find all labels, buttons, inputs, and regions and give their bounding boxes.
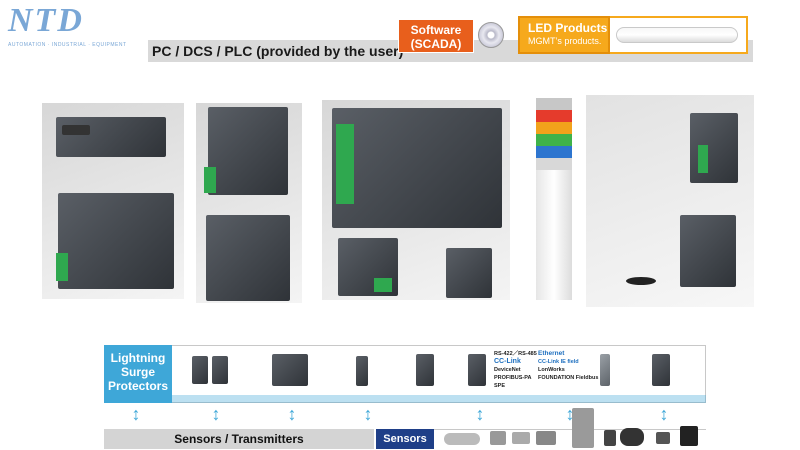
- logo-subtitle: AUTOMATION · INDUSTRIAL · EQUIPMENT: [8, 42, 127, 48]
- protocol-item: PROFIBUS-PA: [494, 375, 532, 381]
- cd-disc-icon: [478, 22, 504, 48]
- protocol-item: RS-422／RS-485: [494, 351, 537, 357]
- sensors-row-line: [434, 429, 706, 449]
- signal-tower-photo: [536, 98, 572, 310]
- lightning-label: Lightning Surge Protectors: [107, 351, 169, 393]
- surge-protector-2: [212, 356, 228, 384]
- scada-software-box[interactable]: Software (SCADA): [398, 19, 474, 53]
- cpu-module: [208, 107, 288, 195]
- terminal-block: [374, 278, 392, 292]
- protocol-item: FOUNDATION Fieldbus: [538, 375, 599, 381]
- up-down-arrow-icon: ↕: [475, 404, 485, 424]
- scada-label: Software (SCADA): [410, 23, 462, 51]
- plc-photo-1: [42, 103, 184, 299]
- io-module: [206, 215, 290, 301]
- page-title: PC / DCS / PLC (provided by the user): [152, 43, 404, 59]
- protocol-item: Ethernet: [538, 350, 565, 357]
- up-down-arrow-icon: ↕: [211, 404, 221, 424]
- up-down-arrow-icon: ↕: [363, 404, 373, 424]
- plc-photo-2: [196, 103, 302, 303]
- current-sensor: [620, 428, 644, 446]
- protocol-item: LonWorks: [538, 367, 565, 373]
- terminal-block: [698, 145, 708, 173]
- small-module: [446, 248, 492, 298]
- remote-io-module: [56, 117, 166, 157]
- protocol-item: SPE: [494, 383, 506, 389]
- sensor-1: [444, 433, 480, 445]
- sensor-3: [512, 432, 530, 444]
- clamp-sensor: [680, 426, 698, 446]
- lightning-row-stripe: [104, 395, 706, 403]
- load-cell: [572, 408, 594, 448]
- sensor-8: [656, 432, 670, 444]
- protocol-list-1: RS-422／RS-485 CC-Link DeviceNet PROFIBUS…: [494, 350, 537, 390]
- sensor-2: [490, 431, 506, 445]
- up-down-arrow-icon: ↕: [659, 404, 669, 424]
- surge-protector-7: [600, 354, 610, 386]
- plc-photo-3: [322, 100, 510, 300]
- sensor-4: [536, 431, 556, 445]
- rack-terminals: [336, 124, 354, 204]
- up-down-arrow-icon: ↕: [131, 404, 141, 424]
- protocol-item: CC-Link IE field: [538, 359, 579, 365]
- sensors-box[interactable]: Sensors: [376, 429, 434, 449]
- sensors-transmitters-label: Sensors / Transmitters: [174, 432, 304, 446]
- magnet-antenna-icon: [626, 277, 656, 285]
- surge-protector-1: [192, 356, 208, 384]
- surge-protector-8: [652, 354, 670, 386]
- terminal-block: [204, 167, 216, 193]
- plc-rack: [332, 108, 502, 228]
- protocol-list-2: Ethernet CC-Link IE field LonWorks FOUND…: [538, 350, 598, 382]
- ntd-logo: NTD: [8, 2, 84, 39]
- led-products-box[interactable]: LED Products MGMT’s products.: [518, 16, 610, 54]
- led-subtitle: MGMT’s products.: [528, 36, 602, 46]
- sensor-6: [604, 430, 616, 446]
- io-terminal-module: [58, 193, 174, 289]
- led-title: LED Products: [528, 21, 608, 35]
- terminal-block: [56, 253, 68, 281]
- protocol-item: CC-Link: [494, 358, 521, 365]
- surge-protector-3: [272, 354, 308, 386]
- sensors-label: Sensors: [383, 433, 427, 445]
- up-down-arrow-icon: ↕: [287, 404, 297, 424]
- connector-block: [62, 125, 90, 135]
- led-tube-icon: [616, 27, 738, 43]
- surge-protector-4: [356, 356, 368, 386]
- surge-protector-6: [468, 354, 486, 386]
- up-down-arrow-icon: ↕: [565, 404, 575, 424]
- sensors-transmitters-bar[interactable]: Sensors / Transmitters: [104, 429, 374, 449]
- protocol-item: DeviceNet: [494, 367, 521, 373]
- lightning-surge-protectors-box[interactable]: Lightning Surge Protectors: [104, 345, 172, 403]
- surge-protector-5: [416, 354, 434, 386]
- wireless-module: [680, 215, 736, 287]
- wireless-photo: [586, 95, 754, 307]
